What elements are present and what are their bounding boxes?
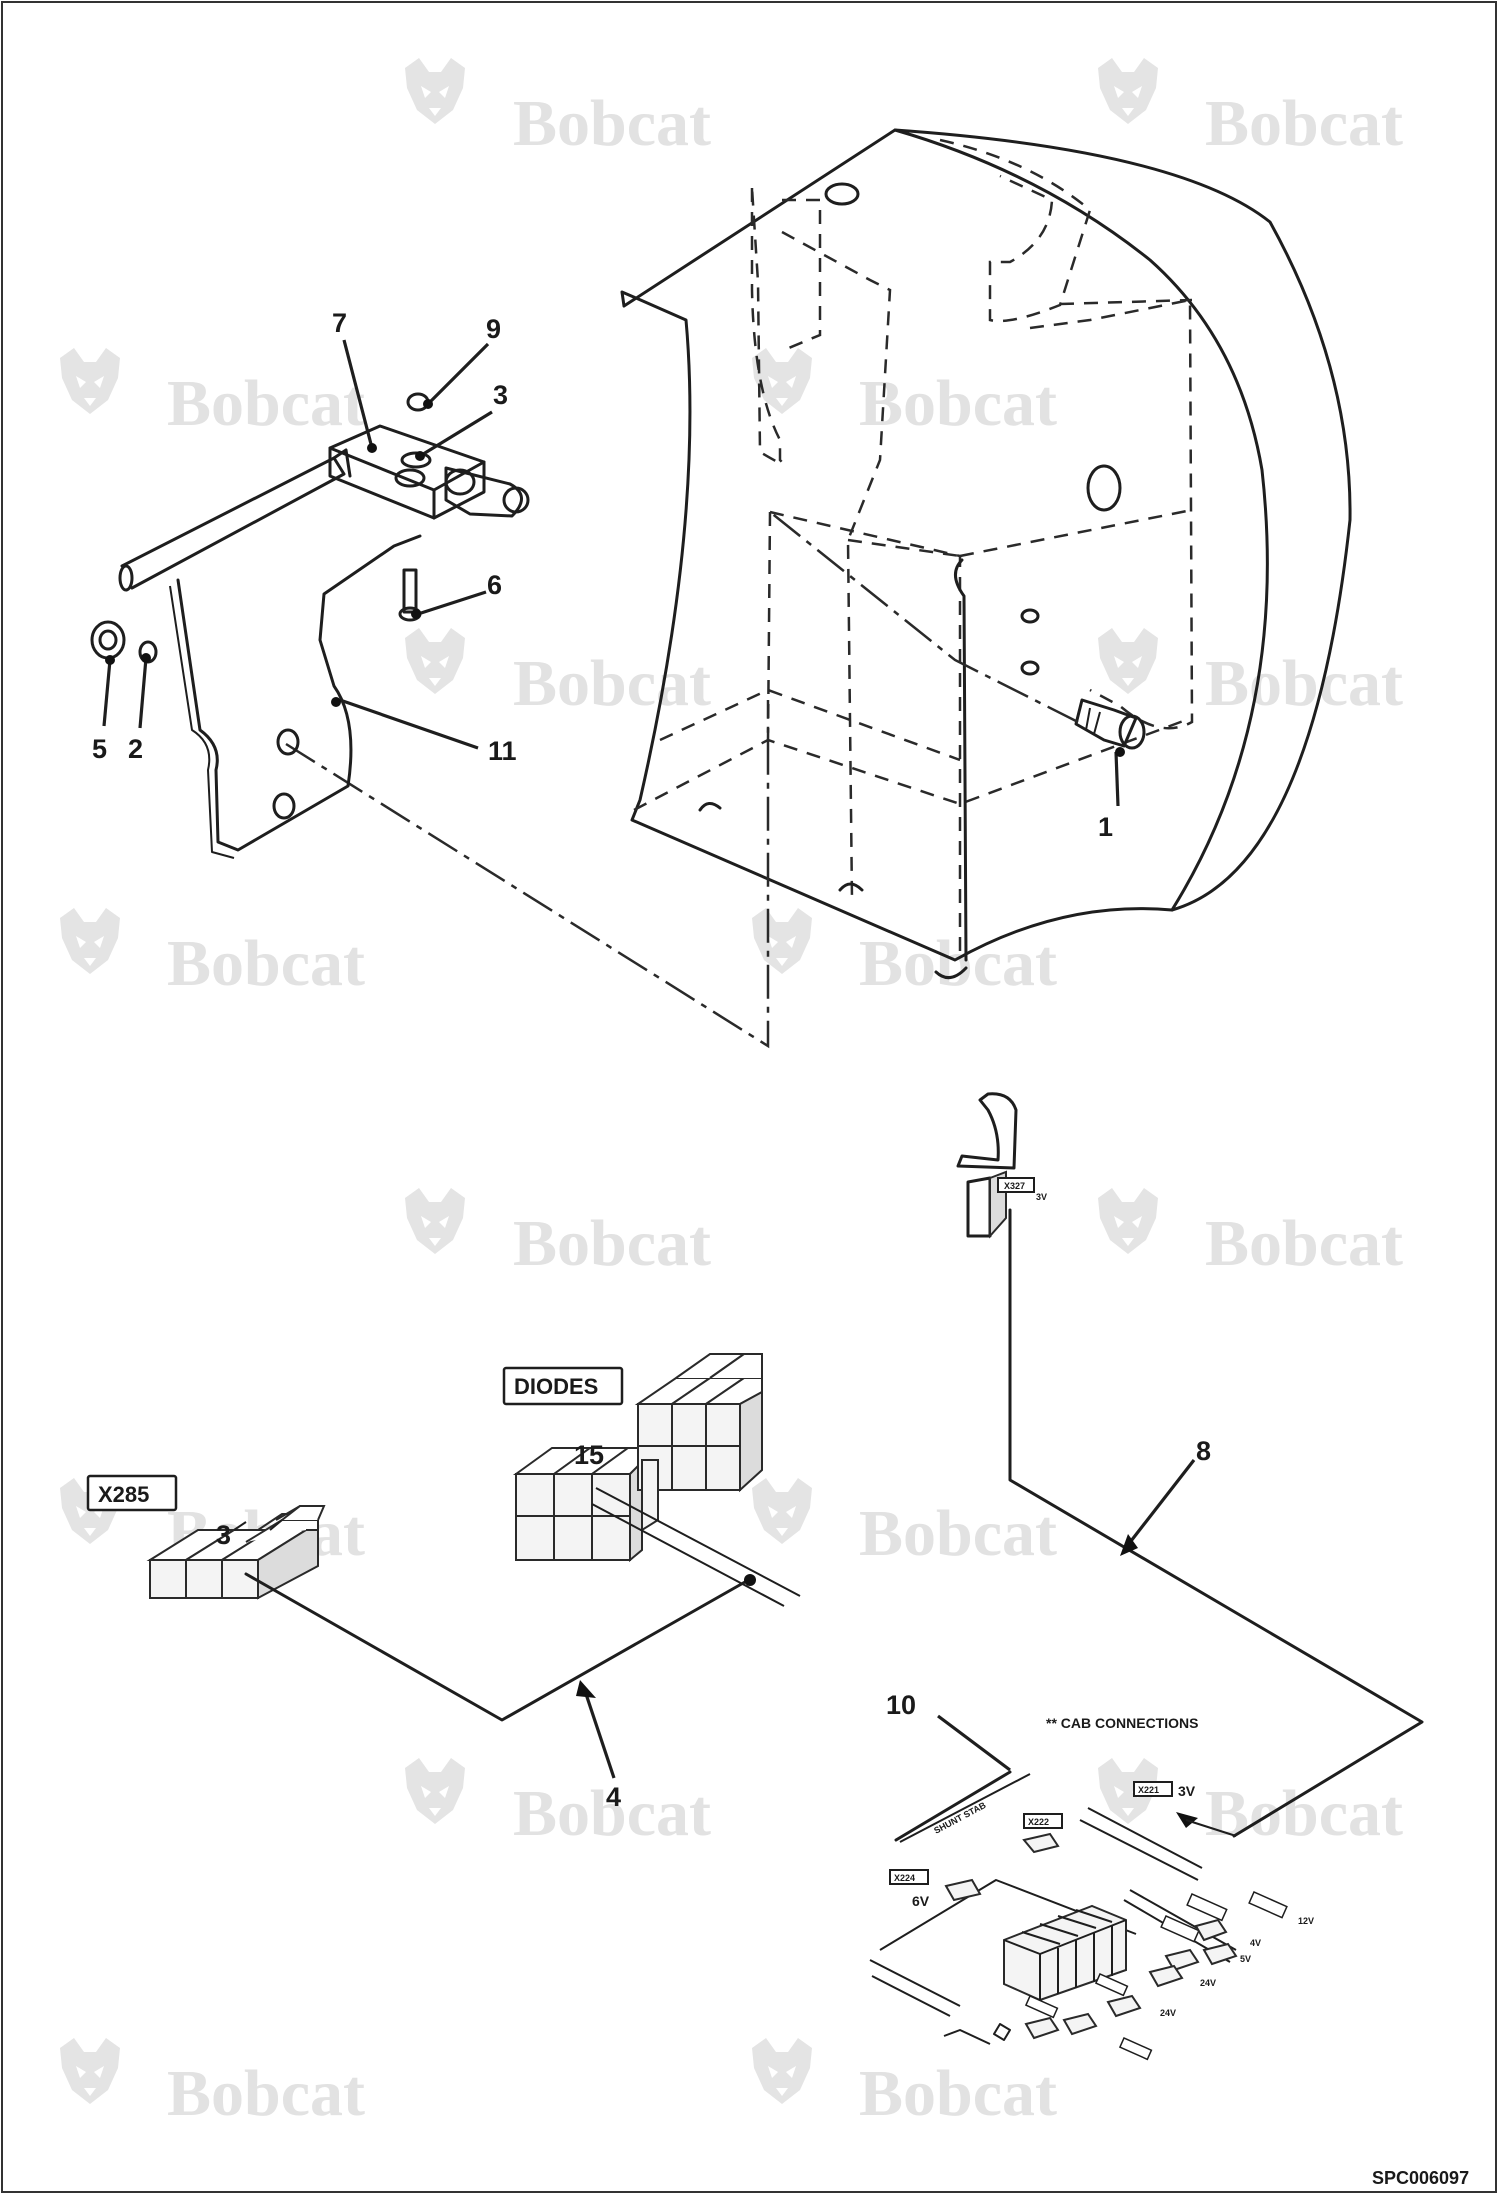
watermark-logo-5 [405,628,465,694]
part-number-label: SPC006097 [1372,2168,1469,2188]
watermark-logo-1 [405,58,465,124]
callout-7: 7 [332,308,347,338]
x285-label: X285 [98,1482,149,1507]
watermark-logo-15 [60,2038,120,2104]
callouts-upper: 1 2 3 6 5 7 9 11 [92,308,1125,842]
watermark-text: Bobcat [167,2057,365,2130]
diodes-pin-label: 15 [574,1440,604,1470]
alignment-centerline [285,700,770,1049]
watermark-logo-6 [1098,628,1158,694]
callout-3: 3 [493,380,508,410]
x285-connector: X285 3 [86,1474,326,1600]
watermark-text: Bobcat [513,647,711,720]
top-connector-label: X327 [1004,1181,1025,1191]
watermark-logo-16 [752,2038,812,2104]
watermark-text: Bobcat [167,927,365,1000]
voltage-label-2: 4V [1250,1938,1261,1948]
top-connector-voltage: 3V [1036,1192,1047,1202]
watermark-text: Bobcat [859,1497,1057,1570]
cab-connections-label: ** CAB CONNECTIONS [1046,1715,1198,1731]
watermark-text: Bobcat [167,367,365,440]
cab-frame [620,128,1352,980]
callout-11: 11 [488,736,517,766]
watermark-text: Bobcat [859,367,1057,440]
wire-harness-8: X327 3V 8 [956,1092,1424,1838]
watermark-text: Bobcat [513,1207,711,1280]
watermark-logo-10 [1098,1188,1158,1254]
x285-pin-label: 3 [216,1520,231,1550]
watermark-text: Bobcat [513,1777,711,1850]
watermark-text: Bobcat [859,2057,1057,2130]
callout-5: 5 [92,734,107,764]
left-connector-label: X224 [894,1873,915,1883]
watermark-logo-7 [60,908,120,974]
watermark-text: Bobcat [859,927,1057,1000]
callout-10: 10 [886,1690,916,1720]
watermark-logo-2 [1098,58,1158,124]
callout-8: 8 [1196,1436,1211,1466]
watermark-text: Bobcat [513,87,711,160]
chassis-connector-label: X221 [1138,1785,1159,1795]
chassis-connector-voltage: 3V [1178,1783,1196,1799]
voltage-label-3: 5V [1240,1954,1251,1964]
cab-connections-harness: ** CAB CONNECTIONS X221 3V SHUNT STAB X2… [869,1690,1314,2061]
watermark-text: Bobcat [1205,1207,1403,1280]
wire-harness-4: 4 [244,1487,801,1812]
voltage-label-4: 24V [1200,1978,1216,1988]
diodes-label: DIODES [514,1374,598,1399]
callout-9: 9 [486,314,501,344]
left-connector-voltage: 6V [912,1893,930,1909]
callout-1: 1 [1098,812,1113,842]
callout-4: 4 [606,1782,621,1812]
watermark-logo-3 [60,348,120,414]
watermark-logo-12 [752,1478,812,1544]
watermark-logo-9 [405,1188,465,1254]
watermark-text: Bobcat [1205,1777,1403,1850]
voltage-label-1: 12V [1298,1916,1314,1926]
voltage-label-5: 24V [1160,2008,1176,2018]
bracket-assembly [90,392,530,859]
shunt-connector-label: X222 [1028,1817,1049,1827]
watermark-layer: Bobcat Bobcat Bobcat Bobcat Bobcat Bobca… [60,58,1403,2130]
shunt-label: SHUNT STAB [932,1800,988,1836]
callout-2: 2 [128,734,143,764]
diodes-block: DIODES 15 [502,1353,763,1563]
watermark-text: Bobcat [1205,647,1403,720]
alignment-centerline [769,511,1079,724]
watermark-text: Bobcat [1205,87,1403,160]
watermark-logo-8 [752,908,812,974]
watermark-logo-13 [405,1758,465,1824]
callout-6: 6 [487,570,502,600]
